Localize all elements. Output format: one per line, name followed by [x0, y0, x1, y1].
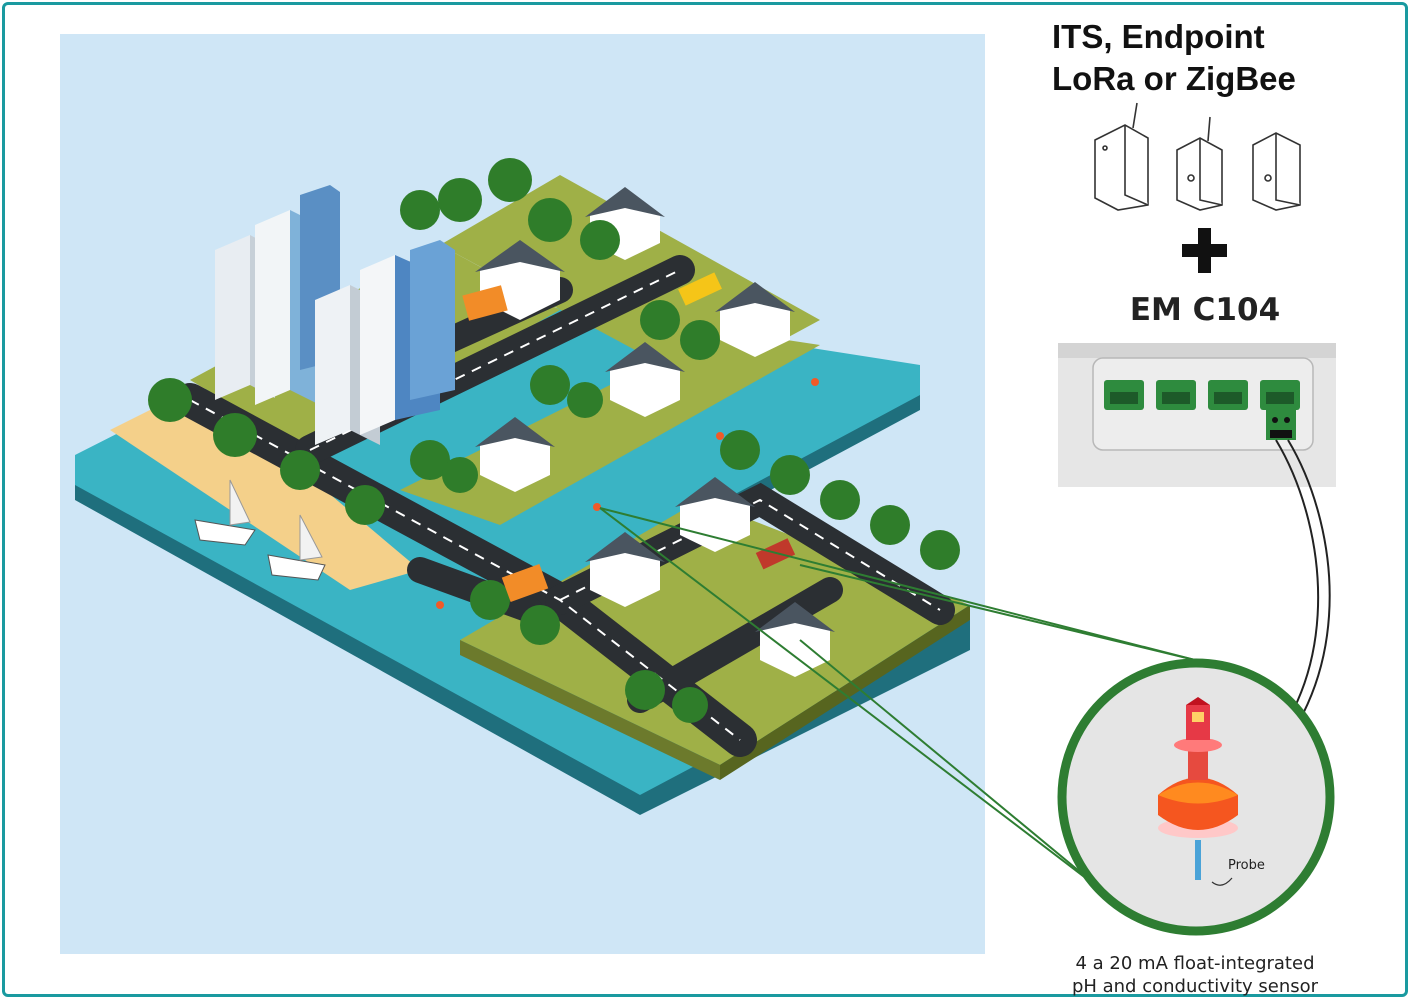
palm-trees	[148, 158, 960, 723]
plus-icon	[1182, 228, 1227, 273]
network-label: ITS, Endpoint LoRa or ZigBee	[1052, 16, 1296, 100]
sensor-caption-line2: pH and conductivity sensor	[1071, 976, 1319, 997]
sailboats	[194, 479, 326, 581]
buoys	[436, 378, 819, 609]
houses	[475, 187, 835, 677]
controller-box	[1058, 343, 1336, 487]
vehicles	[462, 272, 796, 603]
probe-label: Probe	[1228, 858, 1265, 873]
endpoint-device-large	[1094, 102, 1149, 211]
endpoint-devices	[1094, 102, 1301, 211]
float-sensor	[1158, 697, 1238, 886]
endpoint-device-medium	[1176, 116, 1223, 211]
beach	[110, 385, 420, 590]
network-label-line2: LoRa or ZigBee	[1052, 60, 1296, 97]
network-label-line1: ITS, Endpoint	[1052, 18, 1265, 55]
controller-label: EM C104	[1129, 292, 1281, 328]
sensor-caption: 4 a 20 mA float-integrated pH and conduc…	[1040, 952, 1350, 998]
endpoint-device-small	[1252, 132, 1301, 211]
skyscrapers	[215, 185, 455, 445]
sensor-caption-line1: 4 a 20 mA float-integrated	[1075, 953, 1315, 974]
sensor-connection-lines	[599, 507, 1196, 896]
